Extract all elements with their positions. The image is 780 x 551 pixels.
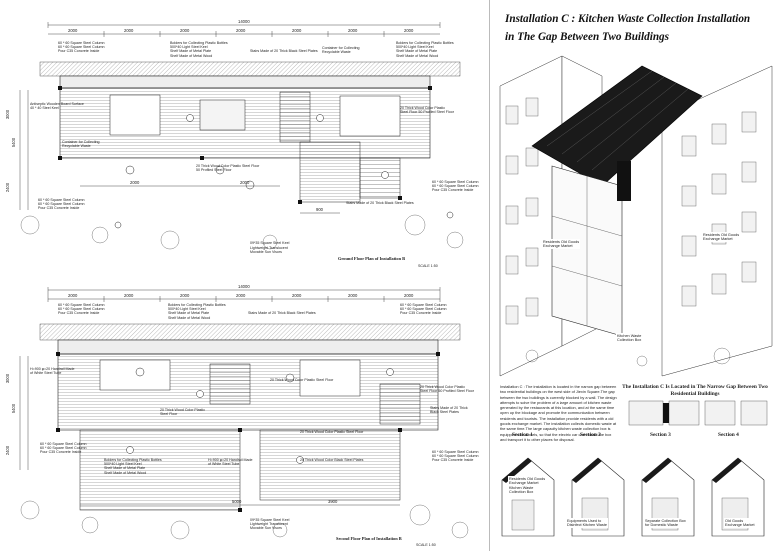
plan2-top-dim: 2000 xyxy=(236,293,246,298)
plan2-note: 60 * 60 Square Steel Column 60 * 60 Squa… xyxy=(58,303,105,316)
plan2-note: 60 * 60 Square Steel Column 60 * 60 Squa… xyxy=(40,442,87,455)
second-floor-plan-drawing xyxy=(19,287,469,540)
plan1-note: Stairs Made of 20 Thick Black Steel Plat… xyxy=(250,49,318,53)
section-label: Equipments Used to Disinfect Kitchen Was… xyxy=(566,518,608,529)
ground-floor-plan: 14000 2000 2000 2000 2000 2000 2000 2000… xyxy=(0,0,489,270)
plan2-top-dim: 2000 xyxy=(404,293,414,298)
plan2-scale: SCALE 1:50 xyxy=(416,543,436,547)
plan2-note: H=900 φ=20 Handrail Made of White Steel … xyxy=(208,458,253,467)
section-label: Old Goods Exchange Market xyxy=(724,518,756,529)
section-label: Separate Collection Box for Domestic Was… xyxy=(644,518,687,529)
plan2-title: Second Floor Plan of Installation B xyxy=(336,536,402,541)
plan2-note: 20 Thick Wood Color Plastic Steel Floor xyxy=(160,408,206,417)
plan2-note: 20 Thick Wood Color Plastic Steel Floor xyxy=(270,378,334,382)
plan1-top-dim: 2000 xyxy=(292,28,302,33)
plan1-top-dim: 2000 xyxy=(404,28,414,33)
plan1-note: Container for Collecting Recyclable Wast… xyxy=(322,46,360,55)
plan1-top-dim: 2000 xyxy=(348,28,358,33)
plan2-note: 20 Thick Wood Color Black Steel Plates xyxy=(300,458,364,462)
section-title: Section 3 xyxy=(650,432,671,438)
plan1-top-dim: 2000 xyxy=(124,28,134,33)
plan1-total-dim: 14000 xyxy=(238,19,250,24)
installation-title-line1: Installation C : Kitchen Waste Collectio… xyxy=(505,13,751,25)
ground-floor-plan-drawing xyxy=(19,22,464,250)
plan2-left-dim: 2400 xyxy=(5,445,11,456)
plan1-note: Antiseptic Wooden Board Surface 40 * 40 … xyxy=(30,102,84,111)
plan2-note: 60 * 60 Square Steel Column 60 * 60 Squa… xyxy=(432,450,479,463)
plan2-left-dim: 5400 xyxy=(11,403,17,414)
plan2-total-dim: 14000 xyxy=(238,284,250,289)
panel-divider xyxy=(489,0,490,551)
section-title: Section 2 xyxy=(580,432,601,438)
plan2-bottom-dim: 3900 xyxy=(328,499,338,504)
plan2-bottom-dim: 5000 xyxy=(232,499,242,504)
plan2-top-dim: 2000 xyxy=(180,293,190,298)
installation-description: Installation C : The installation is loc… xyxy=(500,384,617,442)
section-title: Section 1 xyxy=(512,432,533,438)
plan1-note: Stairs Made of 20 Thick Black Steel Plat… xyxy=(346,201,414,205)
plan2-top-dim: 2000 xyxy=(124,293,134,298)
location-callout: The Installation C Is Located in The Nar… xyxy=(622,384,768,397)
plan2-note: 09*35 Square Steel Keel Lightweight Tran… xyxy=(250,518,290,531)
location-key-plan xyxy=(628,400,768,426)
plan2-top-dim: 2000 xyxy=(68,293,78,298)
plan1-note: 60 * 60 Square Steel Column 60 * 60 Squa… xyxy=(38,198,85,211)
installation-title-line2: in The Gap Between Two Buildings xyxy=(505,31,669,43)
plan2-left-dim: 3000 xyxy=(5,373,11,384)
plan2-note: 20 Thick Wood Color Plastic Steel Floor xyxy=(300,430,364,434)
plan1-top-dim: 2000 xyxy=(68,28,78,33)
plan1-note: Lightweight Translucent Movable Sun Viso… xyxy=(250,246,288,255)
plan1-note: Bolders for Collecting Plastic Bottles 5… xyxy=(396,41,454,58)
plan2-note: Stairs Made of 20 Thick Black Steel Plat… xyxy=(248,311,316,315)
section-label: Residents Old Goods Exchange Market Kitc… xyxy=(508,476,547,496)
plan1-top-dim: 2000 xyxy=(236,28,246,33)
plan1-note: 60 * 60 Square Steel Column 60 * 60 Squa… xyxy=(58,41,105,54)
plan1-bottom-dim: 900 xyxy=(316,207,323,212)
plan1-left-dim: 3000 xyxy=(5,109,11,120)
plan1-title: Ground Floor Plan of Installation B xyxy=(338,256,406,261)
plan1-note: 09*35 Square Steel Keel xyxy=(250,241,290,245)
plan1-scale: SCALE 1:50 xyxy=(418,264,438,268)
plan2-note: Stairs Made of 20 Thick Black Steel Plat… xyxy=(430,406,468,415)
plan2-note: 20 Thick Wood Color Plastic Steel Floor … xyxy=(420,385,474,394)
plan1-bottom-dim: 2000 xyxy=(240,180,250,185)
plan2-note: 60 * 60 Square Steel Column 60 * 60 Squa… xyxy=(400,303,447,316)
plan2-top-dim: 2000 xyxy=(348,293,358,298)
axon-label: Residents Old Goods Exchange Market xyxy=(542,239,581,250)
axon-label: Kitchen Waste Collection Box xyxy=(616,333,643,344)
plan1-note: Bolders for Collecting Plastic Bottles 5… xyxy=(170,41,228,58)
plan2-note: H=900 φ=20 Handrail Made of White Steel … xyxy=(30,367,75,376)
axon-label: Residents Old Goods Exchange Market xyxy=(702,232,741,243)
plan1-note: Container for Collecting Recyclable Wast… xyxy=(62,140,100,149)
plan1-note: 20 Thick Wood Color Plastic Steel Floor … xyxy=(400,106,454,115)
plan2-note: Bolders for Collecting Plastic Bottles 5… xyxy=(104,458,162,475)
plan2-note: Bolders for Collecting Plastic Bottles 5… xyxy=(168,303,226,320)
second-floor-plan: 14000 2000 2000 2000 2000 2000 2000 2000… xyxy=(0,280,489,550)
plan1-left-dim: 5400 xyxy=(11,137,17,148)
plan2-top-dim: 2000 xyxy=(292,293,302,298)
section-title: Section 4 xyxy=(718,432,739,438)
plan1-bottom-dim: 2000 xyxy=(130,180,140,185)
plan1-note: 20 Thick Wood Color Plastic Steel Floor … xyxy=(196,164,260,173)
axonometric-drawing xyxy=(499,55,773,377)
plan1-left-dim: 2400 xyxy=(5,182,11,193)
plan1-note: 60 * 60 Square Steel Column 60 * 60 Squa… xyxy=(432,180,479,193)
plan1-top-dim: 2000 xyxy=(180,28,190,33)
